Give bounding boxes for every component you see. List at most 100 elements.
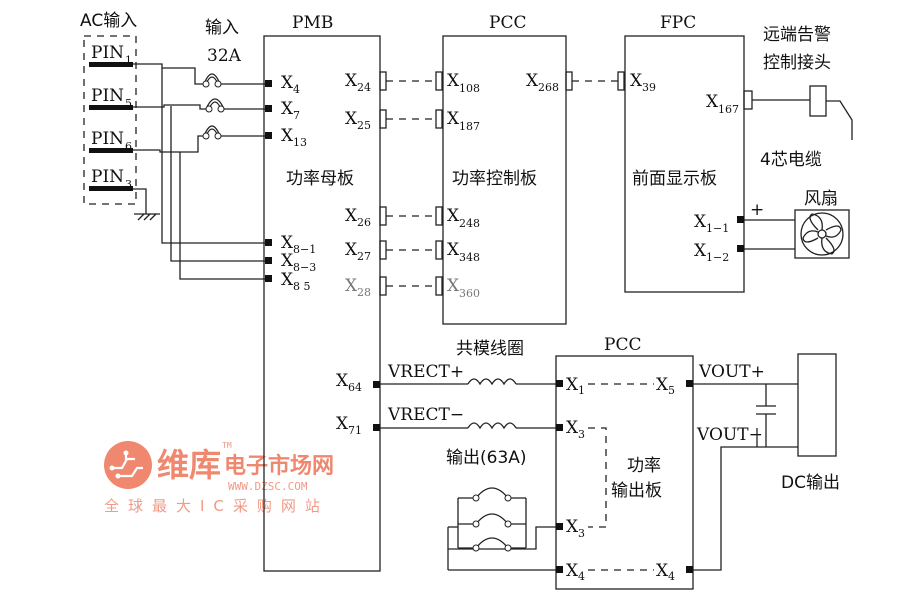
- svg-text:X: X: [656, 561, 669, 581]
- ac-input-group: AC输入 PIN 1 PIN 5 PIN 6 PIN 3: [80, 11, 137, 205]
- svg-text:X: X: [694, 212, 707, 232]
- watermark-brand2: 电子市场网: [224, 453, 334, 479]
- svg-text:X: X: [336, 414, 349, 434]
- fan-plus: +: [750, 200, 764, 220]
- svg-text:26: 26: [357, 216, 371, 229]
- fan-group: 风扇 +: [744, 189, 850, 259]
- watermark-brand: 维库: [157, 446, 221, 484]
- pmb-name: 功率母板: [286, 169, 354, 189]
- pcc-bottom-code: PCC: [604, 335, 641, 355]
- fan-label: 风扇: [804, 189, 838, 209]
- svg-text:4: 4: [578, 570, 585, 583]
- output-capacitor-icon: [756, 384, 776, 447]
- svg-text:3: 3: [578, 527, 585, 540]
- svg-text:39: 39: [642, 81, 656, 94]
- remote-alarm-label-1: 远端告警: [763, 25, 831, 45]
- pin-sub: 5: [125, 97, 132, 110]
- fpc-name: 前面显示板: [632, 169, 717, 189]
- svg-text:8 5: 8 5: [293, 280, 311, 293]
- svg-text:7: 7: [293, 109, 300, 122]
- svg-text:360: 360: [459, 287, 480, 300]
- svg-text:X: X: [281, 126, 294, 146]
- vrect-neg-label: VRECT−: [387, 405, 464, 425]
- pmb-pcc-links: [379, 71, 443, 296]
- svg-text:1−1: 1−1: [706, 222, 729, 235]
- svg-text:5: 5: [668, 384, 675, 397]
- svg-text:248: 248: [459, 217, 480, 230]
- pcc-bottom-name-1: 功率: [627, 456, 661, 476]
- svg-text:X: X: [345, 276, 358, 296]
- svg-text:167: 167: [718, 103, 739, 116]
- svg-text:X: X: [345, 109, 358, 129]
- vrect-wiring: VRECT+ VRECT− 输出(63A): [380, 362, 556, 468]
- watermark-slogan: 全球最大IC采购网站: [104, 497, 329, 515]
- svg-text:4: 4: [293, 83, 300, 96]
- pin-label: PIN: [91, 129, 124, 149]
- svg-text:1−2: 1−2: [706, 251, 729, 264]
- svg-text:187: 187: [459, 120, 480, 133]
- ground-icon: [133, 188, 160, 221]
- pin-5: PIN 5: [89, 86, 133, 110]
- pin-label: PIN: [91, 167, 124, 187]
- pcc-top-code: PCC: [489, 13, 526, 33]
- output-breaker-group: [447, 487, 556, 571]
- dc-output-label: DC输出: [781, 473, 840, 493]
- output-breaker-label: 输出(63A): [446, 448, 527, 468]
- choke-coil-top: [467, 378, 517, 386]
- input-breaker-label: 输入: [205, 18, 239, 38]
- svg-text:X: X: [345, 71, 358, 91]
- pin-3: PIN 3: [89, 167, 133, 191]
- svg-text:X: X: [694, 241, 707, 261]
- svg-text:1: 1: [578, 384, 585, 397]
- svg-text:71: 71: [348, 424, 362, 437]
- fan-icon: [794, 209, 850, 259]
- pmb-code: PMB: [292, 13, 333, 33]
- svg-text:X: X: [281, 233, 294, 253]
- pin-6: PIN 6: [89, 129, 133, 153]
- svg-text:X: X: [526, 71, 539, 91]
- dc-output-group: VOUT+ VOUT− DC输出: [693, 353, 840, 571]
- pin-label: PIN: [91, 86, 124, 106]
- svg-text:X: X: [630, 71, 643, 91]
- svg-text:X: X: [345, 240, 358, 260]
- svg-text:13: 13: [293, 136, 307, 149]
- watermark: 维库 TM 电子市场网 WWW.DZSC.COM 全球最大IC采购网站: [104, 441, 334, 515]
- svg-text:X: X: [281, 99, 294, 119]
- svg-text:8−1: 8−1: [293, 243, 316, 256]
- choke-label: 共模线圈: [456, 339, 524, 359]
- svg-text:X: X: [566, 561, 579, 581]
- svg-text:64: 64: [348, 381, 362, 394]
- svg-text:348: 348: [459, 251, 480, 264]
- pcc-bottom-name-2: 输出板: [611, 481, 662, 501]
- ac-input-label: AC输入: [80, 11, 137, 31]
- svg-text:X: X: [447, 109, 460, 129]
- svg-text:X: X: [345, 206, 358, 226]
- svg-text:8−3: 8−3: [293, 261, 316, 274]
- svg-text:27: 27: [357, 250, 371, 263]
- vrect-pos-label: VRECT+: [387, 362, 464, 382]
- pin-sub: 6: [125, 140, 132, 153]
- watermark-logo-icon: [104, 441, 152, 489]
- svg-text:24: 24: [357, 81, 371, 94]
- svg-text:X: X: [566, 418, 579, 438]
- pin-1: PIN 1: [89, 43, 133, 67]
- svg-text:108: 108: [459, 82, 480, 95]
- remote-alarm-label-2: 控制接头: [763, 53, 831, 73]
- watermark-tm: TM: [222, 441, 232, 450]
- watermark-url: WWW.DZSC.COM: [228, 480, 308, 493]
- pin-sub: 1: [125, 54, 132, 67]
- svg-text:268: 268: [538, 81, 559, 94]
- choke-coil-bottom: [467, 422, 517, 430]
- input-wiring: [133, 63, 265, 280]
- svg-text:X: X: [447, 206, 460, 226]
- ac-input-box: [83, 35, 137, 205]
- vout-pos-label: VOUT+: [698, 362, 765, 382]
- svg-text:X: X: [447, 240, 460, 260]
- pcc-top-name: 功率控制板: [452, 169, 537, 189]
- dc-output-terminal: [797, 353, 837, 457]
- svg-text:X: X: [566, 517, 579, 537]
